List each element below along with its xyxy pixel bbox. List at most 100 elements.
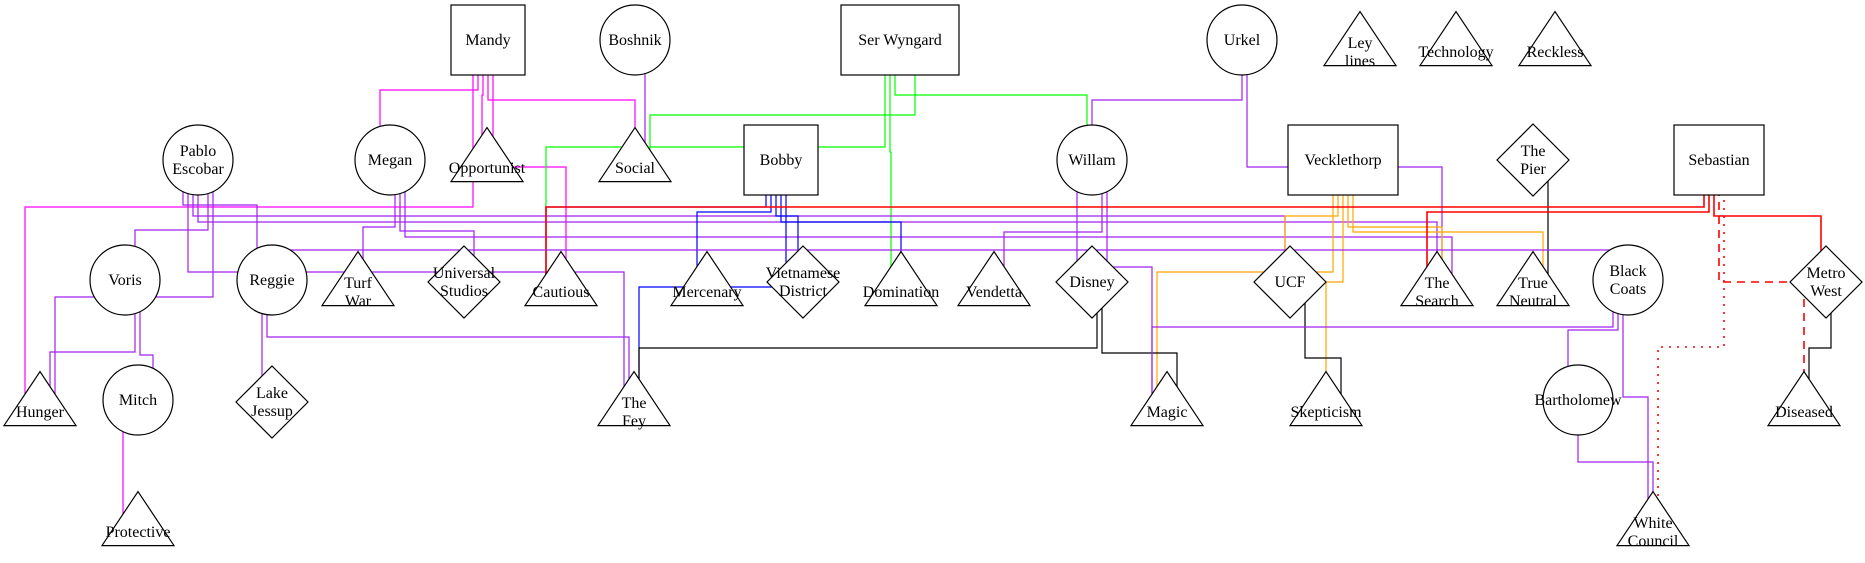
edge-ser-wyngard-cautious: [545, 40, 886, 284]
node-skepticism: Skepticism: [1288, 370, 1364, 427]
node-label-domination: Domination: [863, 284, 939, 301]
node-label-opportunist: Opportunist: [449, 160, 526, 177]
node-reggie: Reggie: [236, 244, 308, 316]
node-label-technology: Technology: [1418, 44, 1493, 61]
node-technology: Technology: [1418, 10, 1494, 67]
node-label-ucf: UCF: [1274, 274, 1305, 291]
edge-ser-wyngard-domination: [889, 40, 892, 284]
edge-ucf-skepticism: [1304, 282, 1342, 404]
node-willam: Willam: [1056, 124, 1128, 196]
node-urkel: Urkel: [1206, 4, 1278, 76]
edge-megan-the-search: [404, 160, 1453, 284]
node-opportunist: Opportunist: [449, 126, 526, 183]
edge-ser-wyngard-social: [649, 40, 916, 160]
node-label-pablo-escobar: Pablo: [180, 143, 216, 160]
node-mandy: Mandy: [450, 4, 526, 76]
node-label-universal-studios: Universal: [433, 265, 496, 282]
node-label-true-neutral: Neutral: [1509, 293, 1558, 310]
node-label-white-council: White: [1633, 515, 1672, 532]
node-hunger: Hunger: [2, 370, 78, 427]
node-label-protective: Protective: [106, 524, 171, 541]
node-label-the-search: The: [1425, 275, 1450, 292]
node-label-voris: Voris: [108, 272, 142, 289]
node-protective: Protective: [100, 490, 176, 547]
node-label-sebastian: Sebastian: [1688, 152, 1749, 169]
node-label-vecklethorp: Vecklethorp: [1304, 152, 1381, 169]
node-label-magic: Magic: [1147, 404, 1188, 421]
node-label-ley-lines: lines: [1345, 53, 1375, 70]
node-label-lake-jessup: Lake: [256, 385, 288, 402]
node-label-pablo-escobar: Escobar: [172, 161, 224, 178]
node-label-bartholomew: Bartholomew: [1534, 392, 1622, 409]
node-label-lake-jessup: Jessup: [251, 403, 293, 420]
node-mitch: Mitch: [102, 364, 174, 436]
node-label-vendetta: Vendetta: [966, 284, 1022, 301]
node-label-mandy: Mandy: [465, 32, 510, 49]
node-label-reggie: Reggie: [249, 272, 294, 289]
node-label-social: Social: [615, 160, 656, 177]
edge-mandy-hunger: [24, 40, 474, 404]
node-label-reckless: Reckless: [1527, 44, 1584, 61]
node-label-black-coats: Black: [1609, 263, 1646, 280]
node-label-vietnamese-district: Vietnamese: [766, 265, 841, 282]
node-cautious: Cautious: [523, 250, 599, 307]
node-label-black-coats: Coats: [1610, 281, 1646, 298]
node-label-disney: Disney: [1069, 274, 1114, 291]
node-label-turf-war: Turf: [344, 275, 373, 292]
node-label-ser-wyngard: Ser Wyngard: [858, 32, 942, 49]
node-bartholomew: Bartholomew: [1534, 364, 1622, 436]
node-label-boshnik: Boshnik: [608, 32, 661, 49]
node-domination: Domination: [863, 250, 939, 307]
node-label-skepticism: Skepticism: [1290, 404, 1362, 421]
edge-pablo-escobar-the-fey: [187, 160, 625, 404]
edge-mandy-cautious: [492, 40, 567, 284]
node-social: Social: [597, 126, 673, 183]
node-label-mercenary: Mercenary: [672, 284, 741, 301]
node-label-the-pier: The: [1521, 143, 1546, 160]
node-label-the-fey: The: [622, 395, 647, 412]
node-label-cautious: Cautious: [533, 284, 590, 301]
edge-vecklethorp-skepticism: [1325, 160, 1344, 404]
node-voris: Voris: [89, 244, 161, 316]
node-ucf: UCF: [1253, 245, 1327, 319]
node-vecklethorp: Vecklethorp: [1287, 124, 1399, 196]
node-label-urkel: Urkel: [1224, 32, 1261, 49]
edge-willam-vendetta: [1003, 160, 1103, 284]
node-label-white-council: Council: [1628, 533, 1679, 550]
node-label-bobby: Bobby: [760, 152, 803, 169]
node-label-the-pier: Pier: [1520, 161, 1546, 178]
node-vendetta: Vendetta: [956, 250, 1032, 307]
node-sebastian: Sebastian: [1673, 124, 1765, 196]
edge-disney-the-fey: [638, 282, 1098, 404]
node-label-megan: Megan: [368, 152, 412, 169]
node-bobby: Bobby: [743, 124, 819, 196]
edge-black-coats-white-council: [1622, 280, 1649, 524]
node-label-ley-lines: Ley: [1348, 35, 1373, 52]
node-boshnik: Boshnik: [599, 4, 671, 76]
node-label-true-neutral: True: [1518, 275, 1548, 292]
node-label-vietnamese-district: District: [779, 283, 828, 300]
node-diseased: Diseased: [1766, 370, 1842, 427]
node-label-mitch: Mitch: [119, 392, 157, 409]
edge-metro-west-diseased: [1808, 282, 1832, 404]
node-label-hunger: Hunger: [16, 404, 65, 421]
node-label-diseased: Diseased: [1775, 404, 1833, 421]
edge-vecklethorp-true-neutral: [1352, 160, 1544, 284]
edge-voris-hunger: [49, 280, 136, 404]
node-label-the-fey: Fey: [622, 413, 646, 430]
node-label-the-search: Search: [1415, 293, 1459, 310]
